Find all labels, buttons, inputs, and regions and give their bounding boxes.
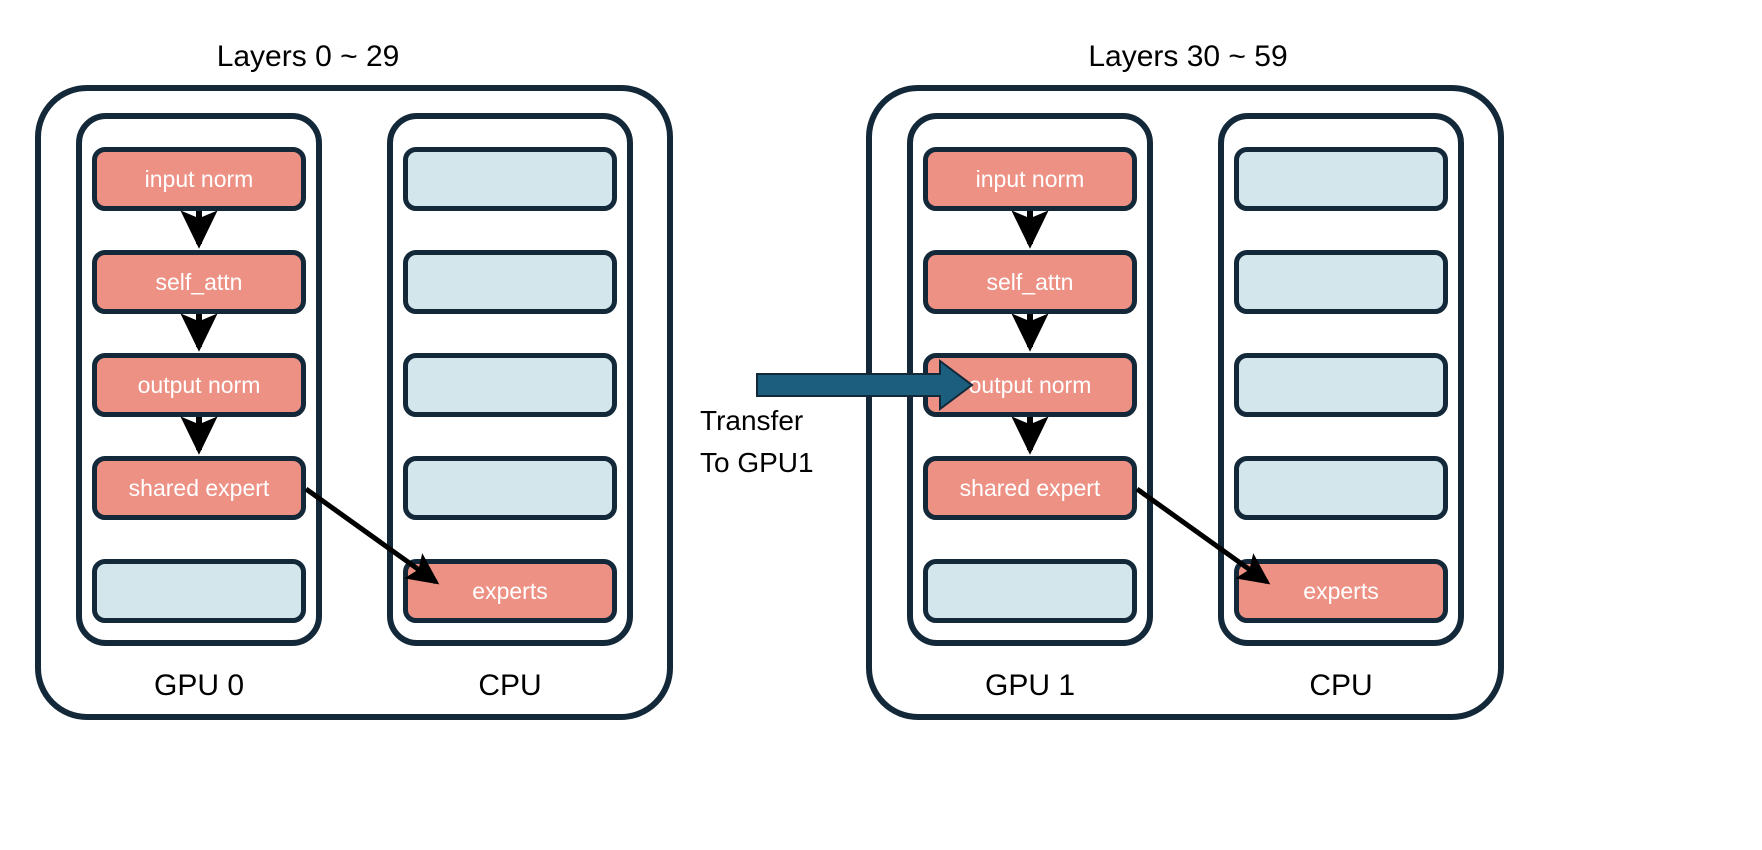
block-label: experts <box>472 577 548 604</box>
block-gpu0-self-attn[interactable]: self_attn <box>92 250 306 314</box>
block-label: shared expert <box>128 474 270 501</box>
group-title-right: Layers 30 ~ 59 <box>1088 40 1288 73</box>
block-cpu0-slot-2[interactable] <box>403 250 617 314</box>
block-gpu0-shared-expert[interactable]: shared expert <box>92 456 306 520</box>
block-label: input norm <box>144 165 254 192</box>
block-label: shared expert <box>959 474 1101 501</box>
group-title-left: Layers 0 ~ 29 <box>216 40 400 73</box>
block-gpu1-input-norm[interactable]: input norm <box>923 147 1137 211</box>
block-cpu0-slot-4[interactable] <box>403 456 617 520</box>
block-label: self_attn <box>155 268 243 295</box>
block-label: self_attn <box>986 268 1074 295</box>
block-label: output norm <box>968 371 1092 398</box>
device-label-cpu0: CPU <box>478 669 542 702</box>
block-cpu0-slot-1[interactable] <box>403 147 617 211</box>
block-cpu1-slot-4[interactable] <box>1234 456 1448 520</box>
block-cpu0-experts[interactable]: experts <box>403 559 617 623</box>
device-label-gpu0: GPU 0 <box>153 669 245 702</box>
transfer-caption-line1: Transfer <box>700 405 804 436</box>
block-label: output norm <box>137 371 261 398</box>
transfer-caption: Transfer To GPU1 <box>700 400 900 484</box>
block-gpu0-empty-slot[interactable] <box>92 559 306 623</box>
block-gpu1-self-attn[interactable]: self_attn <box>923 250 1137 314</box>
block-cpu1-experts[interactable]: experts <box>1234 559 1448 623</box>
block-gpu1-output-norm[interactable]: output norm <box>923 353 1137 417</box>
block-cpu0-slot-3[interactable] <box>403 353 617 417</box>
block-label: experts <box>1303 577 1379 604</box>
block-gpu1-shared-expert[interactable]: shared expert <box>923 456 1137 520</box>
transfer-caption-line2: To GPU1 <box>700 447 814 478</box>
device-label-cpu1: CPU <box>1309 669 1373 702</box>
block-label: input norm <box>975 165 1085 192</box>
block-gpu0-input-norm[interactable]: input norm <box>92 147 306 211</box>
block-cpu1-slot-3[interactable] <box>1234 353 1448 417</box>
block-cpu1-slot-1[interactable] <box>1234 147 1448 211</box>
block-cpu1-slot-2[interactable] <box>1234 250 1448 314</box>
block-gpu0-output-norm[interactable]: output norm <box>92 353 306 417</box>
device-label-gpu1: GPU 1 <box>984 669 1076 702</box>
block-gpu1-empty-slot[interactable] <box>923 559 1137 623</box>
